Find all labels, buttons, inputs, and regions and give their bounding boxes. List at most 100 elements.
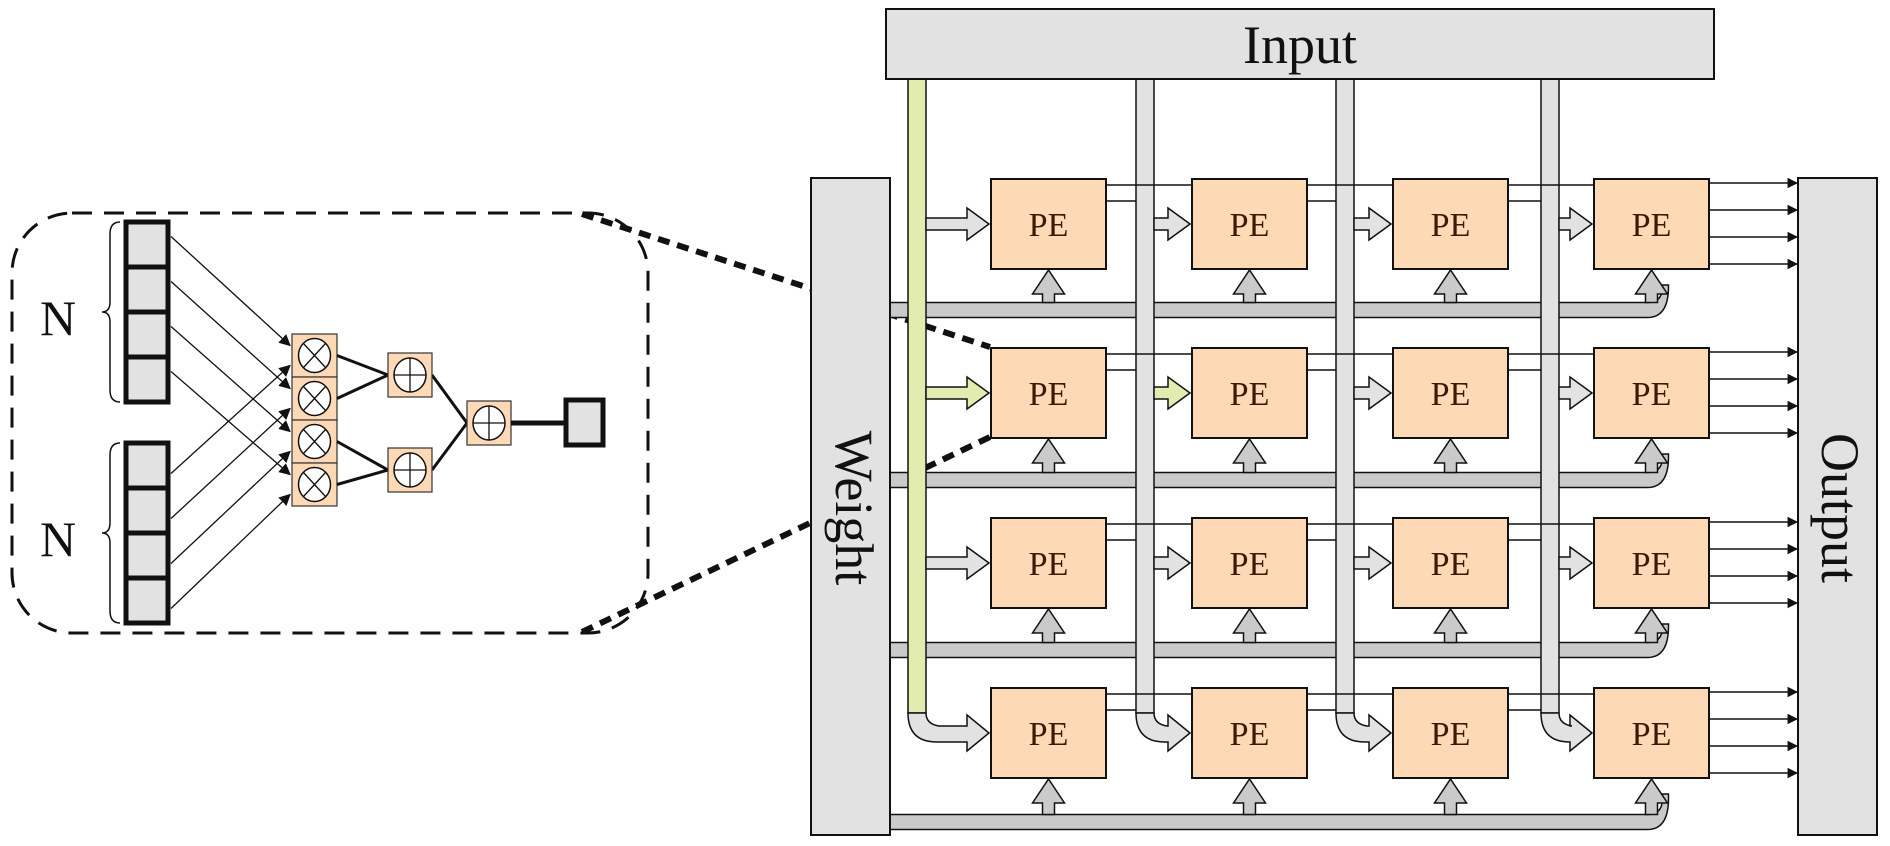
input-arrow-curved-icon: [1335, 712, 1393, 753]
input-bus-col-1: [907, 78, 991, 753]
input-arrow-icon: [1558, 375, 1594, 411]
input-arrow-icon: [1353, 545, 1393, 581]
weight-bus-row-1: [889, 268, 1670, 319]
weight-arrow-icon: [1232, 607, 1267, 644]
pe-label: PE: [1632, 546, 1672, 583]
vector-wire: [170, 281, 291, 390]
pe-box: [1191, 517, 1308, 609]
pe-box: [1593, 347, 1710, 439]
vector-wire: [170, 493, 291, 609]
pe-r4-c1: PE: [990, 687, 1107, 779]
weight-arrow-icon: [1433, 777, 1468, 816]
weight-arrow-icon: [1634, 607, 1669, 644]
multiplier-1: [291, 333, 338, 378]
pe-label: PE: [1431, 716, 1471, 753]
brace-icon: [101, 221, 121, 403]
vector-size-label-top: N: [40, 290, 76, 346]
input-arrow-icon: [1153, 545, 1192, 581]
vector-size-label-bottom: N: [40, 511, 76, 567]
input-buffer: Input: [885, 8, 1715, 80]
weight-arrow-icon: [1031, 437, 1066, 474]
adder-wire: [430, 422, 469, 471]
pe-box: [1392, 687, 1509, 779]
pe-box: [1191, 347, 1308, 439]
pe-box: [1392, 178, 1509, 270]
zoom-line-top: [581, 211, 991, 350]
input-arrow-icon: [925, 375, 991, 411]
pe-box: [1593, 517, 1710, 609]
pe-box: [990, 347, 1107, 439]
pe-r1-c4: PE: [1593, 178, 1710, 270]
multiplier-4: [291, 462, 338, 507]
output-buffer: Output: [1797, 177, 1878, 836]
output-label: Output: [1810, 433, 1870, 583]
output-register: [563, 397, 606, 448]
adder-final: [466, 400, 512, 446]
input-arrow-icon: [1558, 206, 1594, 242]
adder-1: [387, 352, 433, 398]
multiplier-2: [291, 376, 338, 421]
vector-cell: [123, 264, 171, 315]
adder-wire: [336, 440, 389, 472]
weight-arrow-icon: [1232, 777, 1267, 816]
pe-r2-c2: PE: [1191, 347, 1308, 439]
pe-detail-dashed-border: [10, 211, 650, 635]
pe-r3-c3: PE: [1392, 517, 1509, 609]
vector-cell: [123, 354, 171, 405]
weight-arrow-icon: [1031, 607, 1066, 644]
vector-wire: [170, 371, 291, 476]
pe-box: [1593, 687, 1710, 779]
pe-r1-c2: PE: [1191, 178, 1308, 270]
pe-r2-c4: PE: [1593, 347, 1710, 439]
vector-cell: [123, 575, 171, 626]
pe-r2-c3: PE: [1392, 347, 1509, 439]
pe-label: PE: [1431, 376, 1471, 413]
weight-arrow-icon: [1232, 437, 1267, 474]
weight-arrow-icon: [1634, 268, 1669, 304]
pe-r4-c3: PE: [1392, 687, 1509, 779]
multiply-icon-stroke: [303, 386, 326, 411]
multiplier-3: [291, 419, 338, 464]
input-bus: [907, 78, 927, 714]
pe-label: PE: [1632, 376, 1672, 413]
pe-box: [1191, 687, 1308, 779]
adder-wire: [336, 468, 389, 486]
pe-label: PE: [1029, 716, 1069, 753]
pe-label: PE: [1431, 546, 1471, 583]
pe-label: PE: [1029, 546, 1069, 583]
weight-buffer: Weight: [810, 177, 891, 836]
pe-box: [1392, 517, 1509, 609]
input-vector-top: [101, 219, 291, 476]
vector-cell: [123, 309, 171, 360]
input-arrow-icon: [1153, 206, 1192, 242]
pe-box: [1191, 178, 1308, 270]
adder-2: [387, 447, 433, 493]
pe-r1-c1: PE: [990, 178, 1107, 270]
multiply-icon-stroke: [303, 343, 326, 368]
pe-label: PE: [1230, 546, 1270, 583]
pe-box: [990, 687, 1107, 779]
weight-bus: [889, 793, 1670, 831]
vector-cell: [123, 440, 171, 491]
weight-arrow-icon: [1031, 268, 1066, 304]
input-arrow-curved-icon: [1540, 712, 1594, 753]
pe-r4-c4: PE: [1593, 687, 1710, 779]
weight-bus-row-3: [889, 607, 1670, 659]
input-bus-col-4: [1540, 78, 1594, 753]
pe-r3-c1: PE: [990, 517, 1107, 609]
vector-wire: [170, 407, 291, 519]
input-arrow-curved-icon: [1135, 712, 1192, 753]
pe-r4-c2: PE: [1191, 687, 1308, 779]
vector-wire: [170, 236, 291, 347]
pe-box: [1593, 178, 1710, 270]
input-arrow-curved-icon: [907, 712, 991, 753]
pe-label: PE: [1230, 207, 1270, 244]
input-vector-bottom: [101, 364, 291, 626]
brace-icon: [101, 442, 121, 624]
weight-label: Weight: [824, 431, 884, 586]
weight-arrow-icon: [1634, 777, 1669, 816]
vector-cell: [123, 219, 171, 270]
weight-bus-row-2: [889, 437, 1670, 489]
vector-cell: [123, 530, 171, 581]
